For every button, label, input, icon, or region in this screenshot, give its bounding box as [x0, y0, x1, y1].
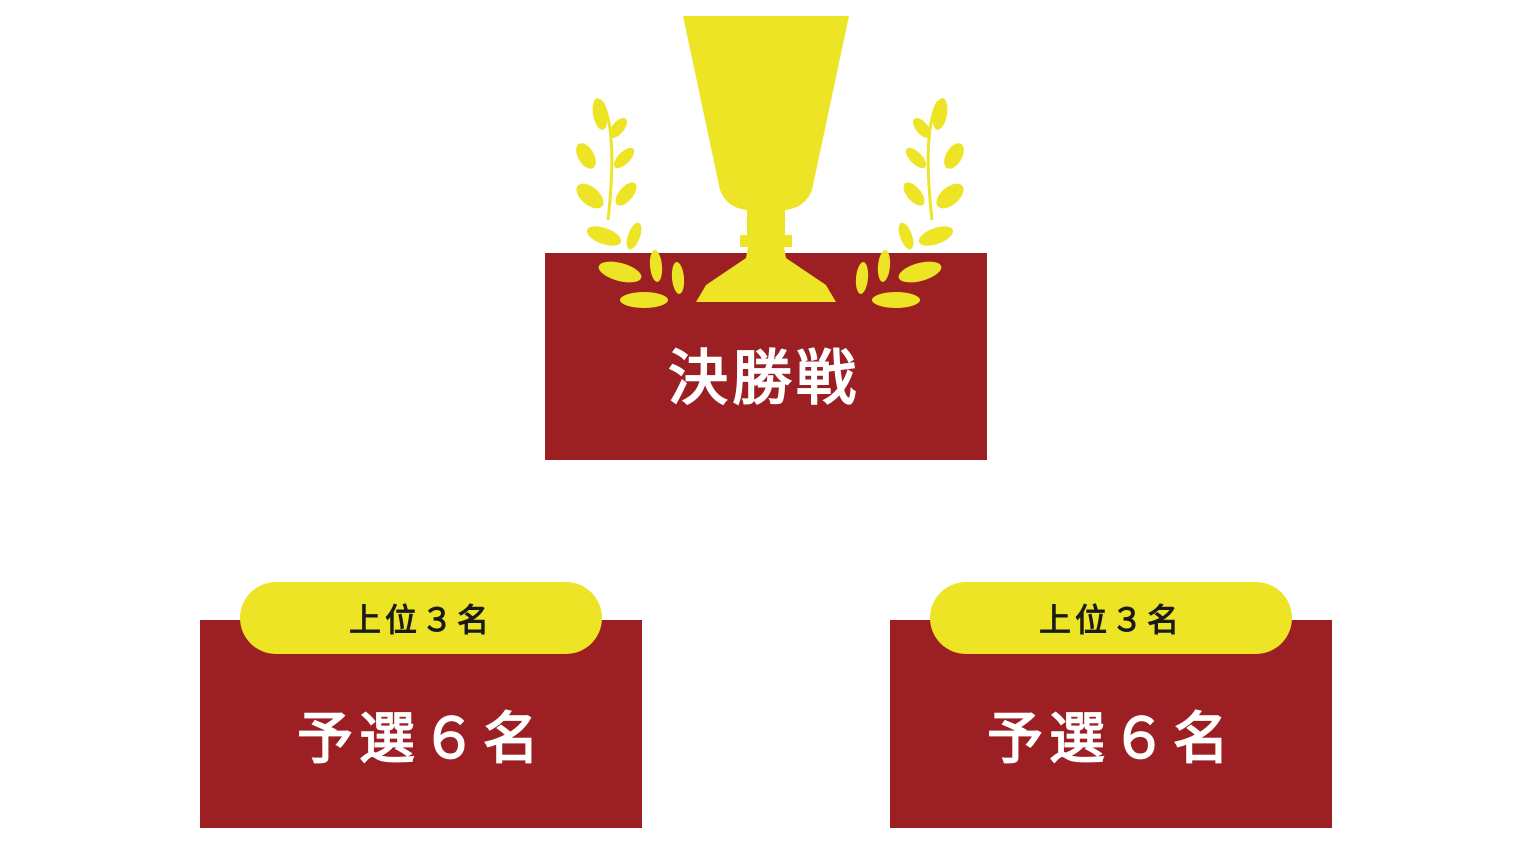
trophy-icon	[576, 16, 964, 308]
prelim-box: 予選６名	[890, 620, 1332, 828]
prelim-group-right: 上位３名 予選６名	[890, 582, 1332, 828]
prelim-group-left: 上位３名 予選６名	[200, 582, 642, 828]
final-title: 決勝戦	[668, 344, 860, 414]
laurel-left-icon	[576, 98, 685, 308]
top3-badge: 上位３名	[240, 582, 602, 654]
laurel-right-icon	[855, 98, 964, 308]
top3-badge: 上位３名	[930, 582, 1292, 654]
prelim-box: 予選６名	[200, 620, 642, 828]
